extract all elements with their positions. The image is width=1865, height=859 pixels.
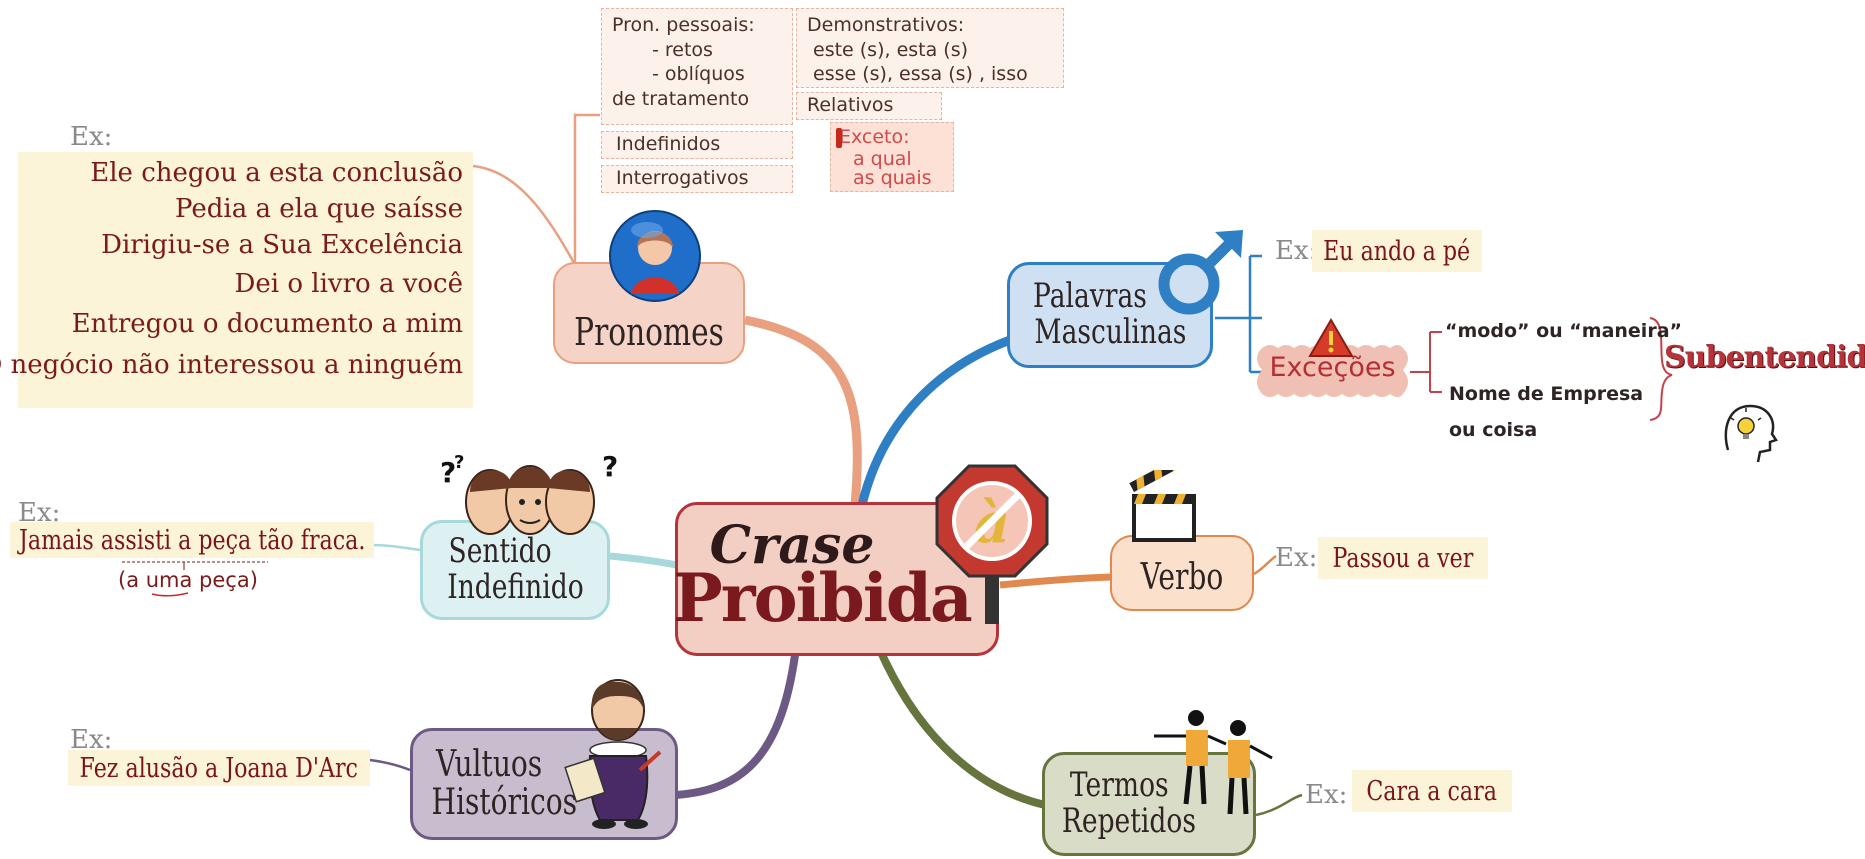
sentido-example: Jamais assisti a peça tão fraca. — [10, 522, 374, 558]
verbo-ex-label: Ex: — [1275, 543, 1318, 573]
exception-modo-maneira: “modo” ou “maneira” — [1445, 320, 1682, 342]
interrogativos-label: Interrogativos — [616, 167, 749, 189]
verbo-example: Passou a ver — [1318, 537, 1488, 579]
male-symbol-icon — [1158, 230, 1243, 315]
indefinidos-label: Indefinidos — [616, 133, 721, 155]
prohibited-sign-icon: à — [935, 464, 1049, 624]
exceto-as-quais: as quais — [853, 166, 932, 189]
sentido-note-marks — [122, 561, 268, 597]
exception-nome-empresa: Nome de Empresa — [1449, 383, 1644, 405]
shakespeare-icon — [564, 679, 662, 829]
pessoais-tratamento: de tratamento — [612, 88, 750, 111]
pronomes-example: O negócio não interessou a ninguém — [0, 350, 463, 380]
center-title-line1: Crase — [709, 515, 875, 577]
exceto-warning-icon — [836, 128, 842, 148]
pessoais-retos: - retos — [652, 38, 713, 61]
pronomes-label: Pronomes — [574, 310, 724, 355]
pronomes-demonstrativos-box: Demonstrativos: este (s), esta (s) esse … — [796, 8, 1064, 88]
pronomes-exceto-box: Exceto: a qual as quais — [830, 122, 954, 192]
pessoais-title: Pron. pessoais: — [612, 14, 755, 36]
svg-text:?: ? — [440, 456, 456, 489]
pronomes-example: Dei o livro a você — [234, 269, 463, 299]
sentido-note: (a uma peça) — [118, 568, 258, 592]
excecoes-label: Exceções — [1269, 352, 1396, 383]
demonstrativos-line1: este (s), esta (s) — [813, 38, 969, 61]
link-pronomes — [744, 315, 862, 506]
termos-example: Cara a cara — [1352, 770, 1512, 812]
demonstrativos-line2: esse (s), essa (s) , isso — [813, 63, 1028, 86]
termos-node[interactable]: Termos Repetidos — [1042, 752, 1256, 856]
pronomes-example: Dirigiu-se a Sua Excelência — [101, 230, 463, 260]
pronomes-example: Ele chegou a esta conclusão — [90, 158, 463, 188]
link-masculinas — [857, 335, 1012, 507]
link-sentido-ex — [371, 543, 421, 552]
link-sentido — [609, 552, 678, 569]
termos-ex-label: Ex: — [1305, 780, 1348, 810]
masculinas-line1: Palavras — [1033, 276, 1147, 317]
pronomes-ex-label: Ex: — [70, 122, 113, 152]
pronomes-example: Pedia a ela que saísse — [175, 194, 463, 224]
termos-line1: Termos — [1069, 765, 1169, 806]
warning-icon — [1308, 318, 1354, 357]
clapperboard-icon — [1129, 470, 1196, 542]
pronomes-examples-box — [18, 152, 473, 408]
exception-ou-coisa: ou coisa — [1449, 419, 1538, 441]
pronomes-pessoais-box: Pron. pessoais: - retos - oblíquos de tr… — [601, 8, 793, 125]
link-excecoes-bracket — [1410, 331, 1442, 393]
excecoes-badge-shape — [1257, 345, 1408, 397]
svg-text:?: ? — [454, 452, 464, 473]
person-icon — [609, 210, 701, 302]
pessoais-obliquos: - oblíquos — [652, 63, 745, 86]
masculinas-line2: Masculinas — [1034, 312, 1186, 352]
link-verbo-ex — [1253, 554, 1277, 576]
subentendido-brace — [1649, 317, 1673, 421]
vultos-line1: Vultuos — [435, 744, 543, 786]
masculinas-ex-label: Ex: — [1275, 236, 1318, 266]
subentendido-label: Subentendido — [1664, 340, 1865, 375]
link-pronomes-examples — [472, 164, 577, 266]
sentido-line1: Sentido — [448, 531, 552, 572]
svg-text:?: ? — [602, 452, 618, 483]
relativos-label: Relativos — [807, 94, 894, 116]
pronomes-examples-list: Ele chegou a esta conclusão Pedia a ela … — [0, 152, 473, 408]
confused-faces-icon: ? ? ? — [440, 452, 618, 535]
verbo-node[interactable]: Verbo — [1110, 535, 1254, 611]
exceto-title: Exceto: — [839, 126, 910, 148]
sentido-line2: Indefinido — [446, 567, 584, 607]
exceto-a-qual: a qual — [853, 147, 912, 170]
link-pronomes-categories — [573, 113, 600, 262]
link-vultos — [675, 654, 799, 799]
vultos-line2: Históricos — [431, 782, 577, 823]
link-termos-ex — [1255, 793, 1303, 817]
link-verbo — [999, 573, 1113, 589]
masculinas-example: Eu ando a pé — [1312, 230, 1482, 272]
vultos-example: Fez alusão a Joana D'Arc — [68, 750, 370, 786]
masculinas-node[interactable]: Palavras Masculinas — [1007, 262, 1213, 368]
link-vultos-ex — [369, 758, 411, 772]
verbo-label: Verbo — [1140, 557, 1224, 599]
lightbulb-head-icon — [1724, 404, 1778, 463]
pronomes-interrogativos-box: Interrogativos — [601, 165, 793, 193]
pronomes-relativos-box: Relativos — [796, 92, 942, 120]
link-masculinas-bracket — [1215, 254, 1262, 374]
pronomes-indefinidos-box: Indefinidos — [601, 131, 793, 159]
pronomes-example: Entregou o documento a mim — [71, 309, 463, 339]
center-title-line2: Proibida — [673, 558, 973, 637]
termos-line2: Repetidos — [1061, 801, 1197, 841]
dancing-figures-icon — [1154, 710, 1273, 815]
demonstrativos-title: Demonstrativos: — [807, 14, 965, 36]
link-termos — [876, 648, 1046, 809]
